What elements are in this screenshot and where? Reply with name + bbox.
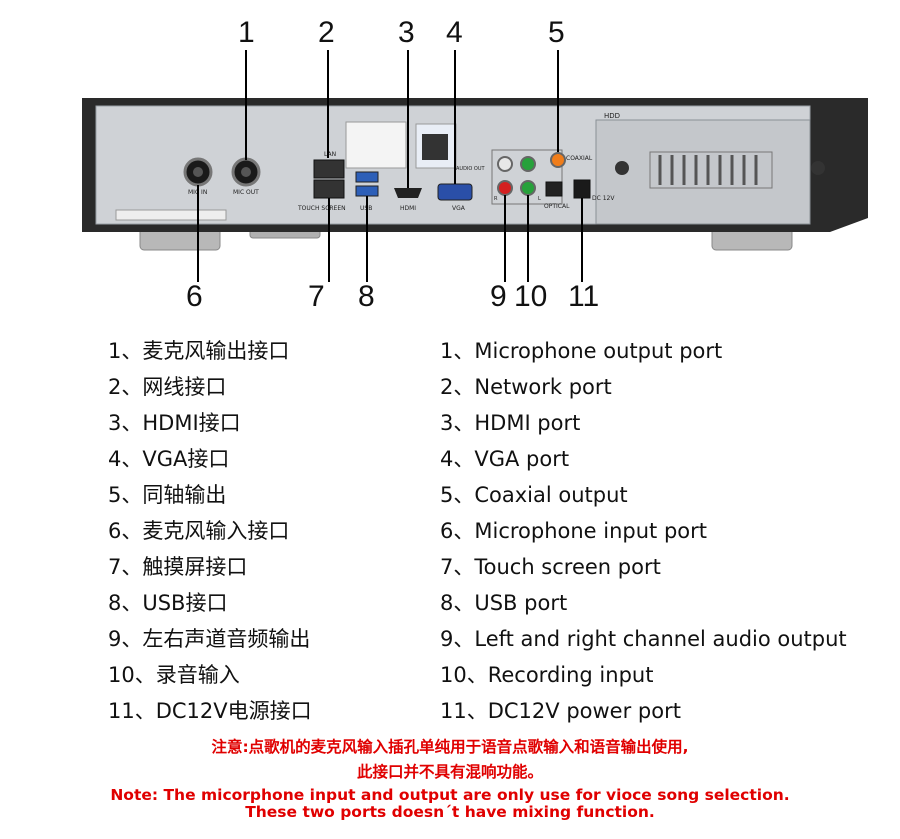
- callout-1: 1: [238, 16, 255, 49]
- recording-r-jack: [520, 180, 536, 196]
- usb-port-2: [355, 185, 379, 197]
- port-list-english: 1、Microphone output port 2、Network port …: [440, 333, 847, 729]
- audio-out-label: AUDIO OUT: [456, 166, 486, 172]
- list-item: 8、USB接口: [108, 591, 228, 615]
- list-item: 1、Microphone output port: [440, 339, 723, 363]
- callout-4: 4: [446, 16, 463, 49]
- l-label: L: [538, 196, 541, 202]
- list-item: 6、麦克风输入接口: [108, 519, 290, 543]
- hdd-screw-left: [615, 161, 629, 175]
- list-item: 7、Touch screen port: [440, 555, 661, 579]
- audio-r-jack: [497, 180, 513, 196]
- list-item: 6、Microphone input port: [440, 519, 708, 543]
- list-item: 11、DC12V电源接口: [108, 699, 312, 723]
- dc-label: DC 12V: [592, 195, 615, 202]
- hdd-vent: [649, 151, 773, 189]
- optical-label: OPTICAL: [544, 203, 570, 210]
- lan-port-1: [313, 159, 345, 179]
- callout-8: 8: [358, 280, 375, 313]
- barcode-sticker: [115, 209, 227, 221]
- usb-port-1: [355, 171, 379, 183]
- spec-sticker: [345, 121, 407, 169]
- note-english-line-2: These two ports doesn´t have mixing func…: [245, 803, 655, 821]
- device-rear-panel-diagram: HDD MIC IN MIC OUT LAN TOUCH SCREEN USB …: [82, 50, 868, 282]
- list-item: 10、Recording input: [440, 663, 654, 687]
- note-english-line-1: Note: The micorphone input and output ar…: [110, 786, 790, 804]
- list-item: 4、VGA port: [440, 447, 570, 471]
- hdmi-label: HDMI: [400, 205, 416, 212]
- list-item: 3、HDMI port: [440, 411, 581, 435]
- list-item: 9、Left and right channel audio output: [440, 627, 847, 651]
- vga-label: VGA: [452, 205, 466, 212]
- callout-6: 6: [186, 280, 203, 313]
- leader-lines: [197, 50, 583, 282]
- list-item: 10、录音输入: [108, 663, 240, 687]
- vga-port: [437, 183, 473, 201]
- hdd-screw-right: [811, 161, 825, 175]
- hdd-bay: [595, 119, 811, 225]
- hdmi-port: [394, 188, 422, 198]
- list-item: 1、麦克风输出接口: [108, 339, 290, 363]
- lan-label: LAN: [324, 151, 336, 158]
- r-label: R: [494, 196, 498, 202]
- coaxial-label: COAXIAL: [566, 155, 593, 162]
- recording-l-jack: [520, 156, 536, 172]
- qr-code: [422, 134, 448, 160]
- audio-l-jack: [497, 156, 513, 172]
- dc-jack: [573, 179, 591, 199]
- callout-10: 10: [514, 280, 548, 313]
- lan-port-2: [313, 179, 345, 199]
- list-item: 3、HDMI接口: [108, 411, 241, 435]
- list-item: 9、左右声道音频输出: [108, 627, 311, 651]
- callout-5: 5: [548, 16, 565, 49]
- list-item: 8、USB port: [440, 591, 568, 615]
- callout-9: 9: [490, 280, 507, 313]
- note-chinese-line-2: 此接口并不具有混响功能。: [356, 763, 543, 781]
- touch-screen-label: TOUCH SCREEN: [297, 205, 346, 212]
- list-item: 2、网线接口: [108, 375, 227, 399]
- callout-2: 2: [318, 16, 335, 49]
- list-item: 2、Network port: [440, 375, 612, 399]
- list-item: 4、VGA接口: [108, 447, 230, 471]
- list-item: 7、触摸屏接口: [108, 555, 248, 579]
- list-item: 5、Coaxial output: [440, 483, 628, 507]
- mic-out-label: MIC OUT: [233, 189, 259, 196]
- note-chinese-line-1: 注意:点歌机的麦克风输入插孔单纯用于语音点歌输入和语音输出使用,: [211, 738, 689, 756]
- list-item: 5、同轴输出: [108, 483, 227, 507]
- callout-3: 3: [398, 16, 415, 49]
- optical-port: [545, 181, 563, 197]
- callout-11: 11: [568, 280, 600, 313]
- port-list-chinese: 1、麦克风输出接口 2、网线接口 3、HDMI接口 4、VGA接口 5、同轴输出…: [108, 333, 312, 729]
- list-item: 11、DC12V power port: [440, 699, 681, 723]
- coaxial-jack: [550, 152, 566, 168]
- hdd-label: HDD: [604, 112, 620, 120]
- callout-7: 7: [308, 280, 325, 313]
